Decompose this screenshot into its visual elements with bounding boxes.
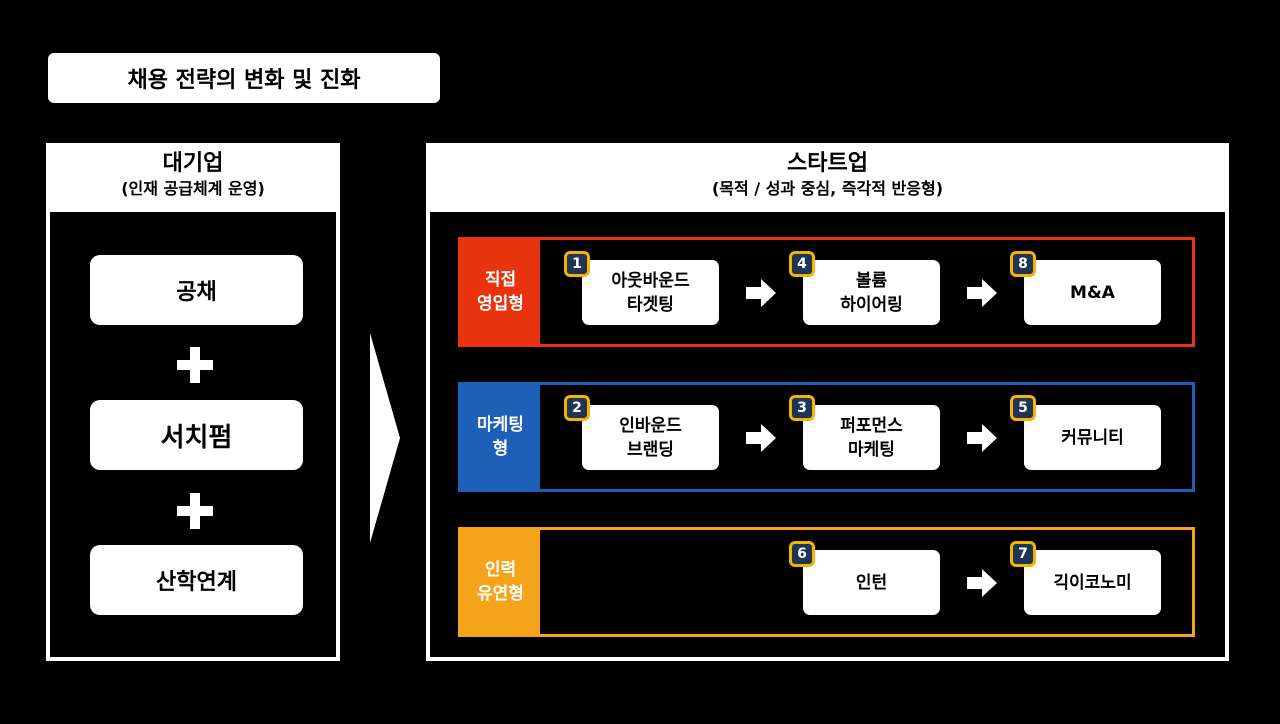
step-card: 커뮤니티 — [1024, 405, 1161, 470]
step-number-badge: 6 — [789, 541, 815, 567]
step-number-badge: 7 — [1010, 541, 1036, 567]
step-card: 아웃바운드 타겟팅 — [582, 260, 719, 325]
row-flexible-workforce: 인력 유연형 — [458, 527, 1195, 637]
row-label: 직접 영입형 — [461, 240, 540, 344]
step-card: 인턴 — [803, 550, 940, 615]
step-number-badge: 8 — [1010, 251, 1036, 277]
step-number-badge: 3 — [789, 395, 815, 421]
arrow-right-icon — [967, 424, 997, 452]
startup-heading: 스타트업 — [787, 151, 868, 176]
item-searchfirm: 서치펌 — [90, 400, 303, 470]
step-card: 볼륨 하이어링 — [803, 260, 940, 325]
arrow-right-icon — [746, 279, 776, 307]
step-number-badge: 4 — [789, 251, 815, 277]
arrow-right-icon — [967, 569, 997, 597]
row-marketing: 마케팅 형 — [458, 382, 1195, 492]
step-card: 인바운드 브랜딩 — [582, 405, 719, 470]
arrow-right-icon — [746, 424, 776, 452]
step-card: 긱이코노미 — [1024, 550, 1161, 615]
row-label: 인력 유연형 — [461, 530, 540, 634]
large-company-panel: 대기업 (인재 공급체계 운영) 공채 서치펌 산학연계 — [46, 143, 340, 661]
diagram-title: 채용 전략의 변화 및 진화 — [48, 53, 440, 103]
step-number-badge: 2 — [564, 395, 590, 421]
row-label: 마케팅 형 — [461, 385, 540, 489]
transition-chevron-icon — [370, 333, 400, 543]
plus-icon — [177, 347, 213, 383]
plus-icon — [177, 493, 213, 529]
row-direct-recruit: 직접 영입형 — [458, 237, 1195, 347]
arrow-right-icon — [967, 279, 997, 307]
item-gongchae: 공채 — [90, 255, 303, 325]
startup-subheading: (목적 / 성과 중심, 즉각적 반응형) — [711, 179, 944, 198]
large-company-heading: 대기업 — [162, 151, 224, 176]
step-card: M&A — [1024, 260, 1161, 325]
step-card: 퍼포먼스 마케팅 — [803, 405, 940, 470]
step-number-badge: 5 — [1010, 395, 1036, 421]
item-industry-academia: 산학연계 — [90, 545, 303, 615]
step-number-badge: 1 — [564, 251, 590, 277]
large-company-subheading: (인재 공급체계 운영) — [121, 179, 265, 198]
